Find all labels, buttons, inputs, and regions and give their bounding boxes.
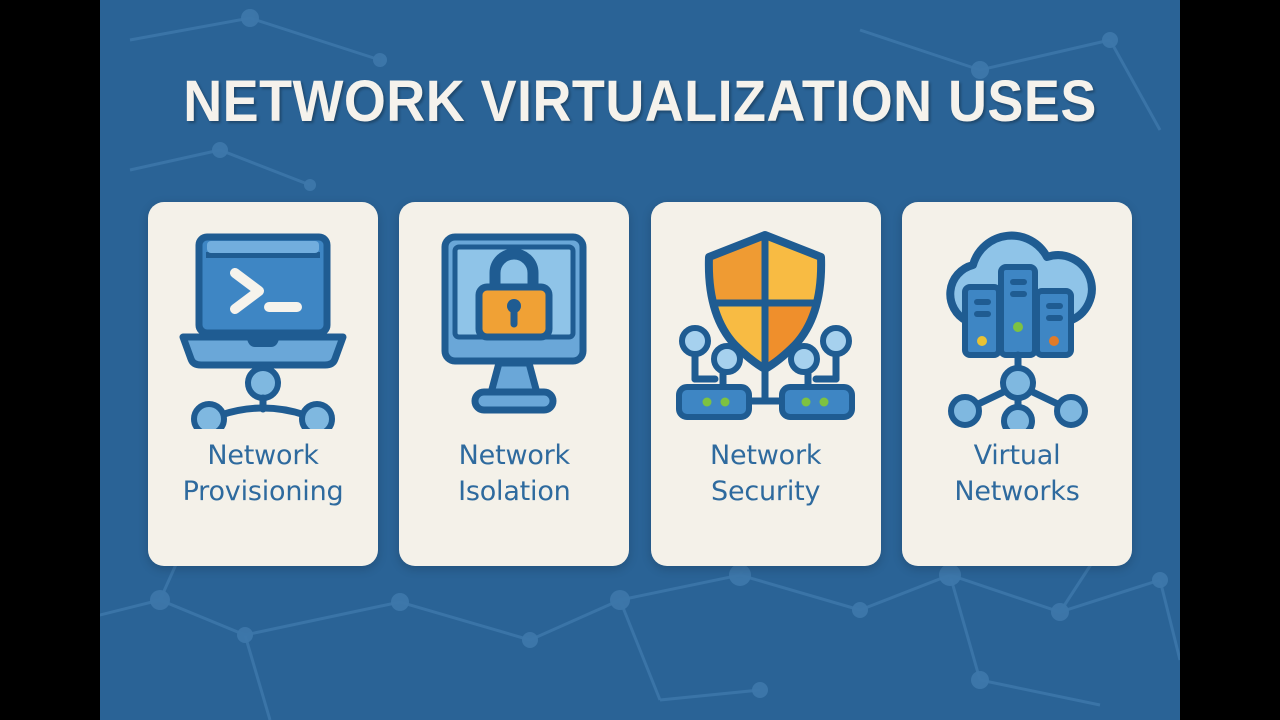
card-label-line1: Network — [709, 440, 822, 471]
page-title: NETWORK VIRTUALIZATION USES — [183, 69, 1097, 134]
cloud-servers-network-icon — [927, 224, 1107, 434]
monitor-padlock-icon — [429, 224, 599, 434]
card-row: Network Provisioning — [148, 202, 1132, 566]
card-label: Network Isolation — [399, 438, 629, 510]
slide-panel: NETWORK VIRTUALIZATION USES — [100, 0, 1180, 720]
card-virtual-networks[interactable]: Virtual Networks — [901, 202, 1132, 566]
card-label-line2: Provisioning — [182, 475, 344, 507]
card-label-line2: Security — [711, 475, 821, 507]
card-label-line1: Network — [458, 440, 571, 471]
laptop-terminal-network-icon — [173, 224, 353, 434]
card-label: Network Provisioning — [148, 438, 378, 510]
letterbox-bar-right — [1180, 0, 1280, 720]
card-network-isolation[interactable]: Network Isolation — [399, 202, 630, 566]
card-label-line1: Virtual — [973, 440, 1061, 471]
card-label-line2: Isolation — [458, 475, 571, 507]
shield-routers-icon — [673, 224, 858, 434]
letterbox-bar-left — [0, 0, 100, 720]
card-label: Network Security — [651, 438, 881, 510]
card-label-line2: Networks — [954, 475, 1080, 507]
card-label-line1: Network — [207, 440, 319, 471]
card-network-provisioning[interactable]: Network Provisioning — [148, 202, 378, 566]
card-network-security[interactable]: Network Security — [650, 202, 881, 566]
card-label: Virtual Networks — [902, 438, 1132, 510]
